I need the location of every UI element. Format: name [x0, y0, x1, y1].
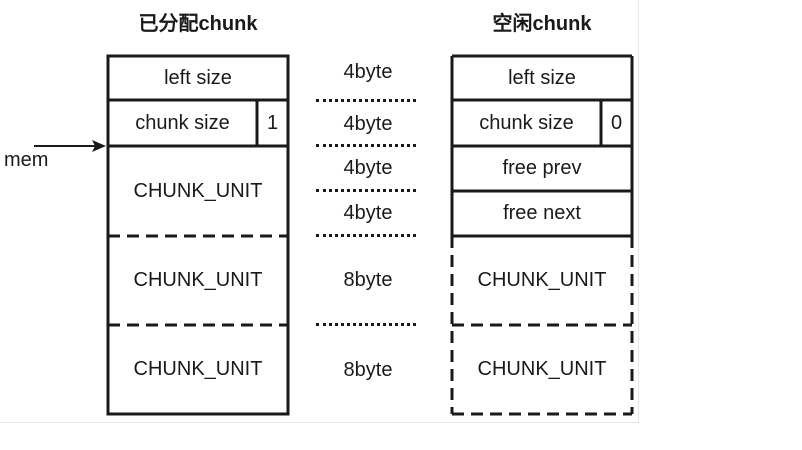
size-label: 4byte	[343, 61, 393, 83]
size-label: 8byte	[343, 359, 393, 381]
free-chunk-unit: CHUNK_UNIT	[477, 358, 607, 380]
dotted-separator	[316, 144, 416, 147]
allocated-left-size: left size	[164, 66, 232, 89]
chunk-outlines	[34, 54, 634, 416]
allocated-chunk-title: 已分配chunk	[138, 13, 258, 35]
mem-pointer-label: mem	[4, 149, 49, 171]
allocated-chunk-unit: CHUNK_UNIT	[133, 358, 263, 380]
size-label: 8byte	[343, 269, 393, 291]
allocated-chunk-unit: CHUNK_UNIT	[133, 179, 263, 202]
free-inuse-flag: 0	[610, 111, 623, 134]
dotted-separator	[316, 323, 416, 326]
size-label: 4byte	[343, 157, 393, 179]
free-next: free next	[503, 202, 581, 224]
free-chunk-size: chunk size	[479, 111, 574, 134]
mem-arrow-head	[92, 140, 106, 152]
size-label: 4byte	[343, 202, 393, 224]
free-chunk-title: 空闲chunk	[492, 13, 592, 35]
free-chunk-unit: CHUNK_UNIT	[477, 269, 607, 291]
diagram-canvas: 已分配chunk 空闲chunk left size chunk size 1 …	[0, 0, 639, 423]
dotted-separator	[316, 189, 416, 192]
size-label: 4byte	[343, 113, 393, 135]
allocated-chunk-unit: CHUNK_UNIT	[133, 269, 263, 291]
dotted-separator	[316, 234, 416, 237]
dotted-separator	[316, 99, 416, 102]
allocated-inuse-flag: 1	[266, 111, 279, 134]
free-left-size: left size	[508, 66, 576, 89]
free-prev: free prev	[502, 157, 582, 179]
allocated-chunk-size: chunk size	[135, 111, 230, 134]
